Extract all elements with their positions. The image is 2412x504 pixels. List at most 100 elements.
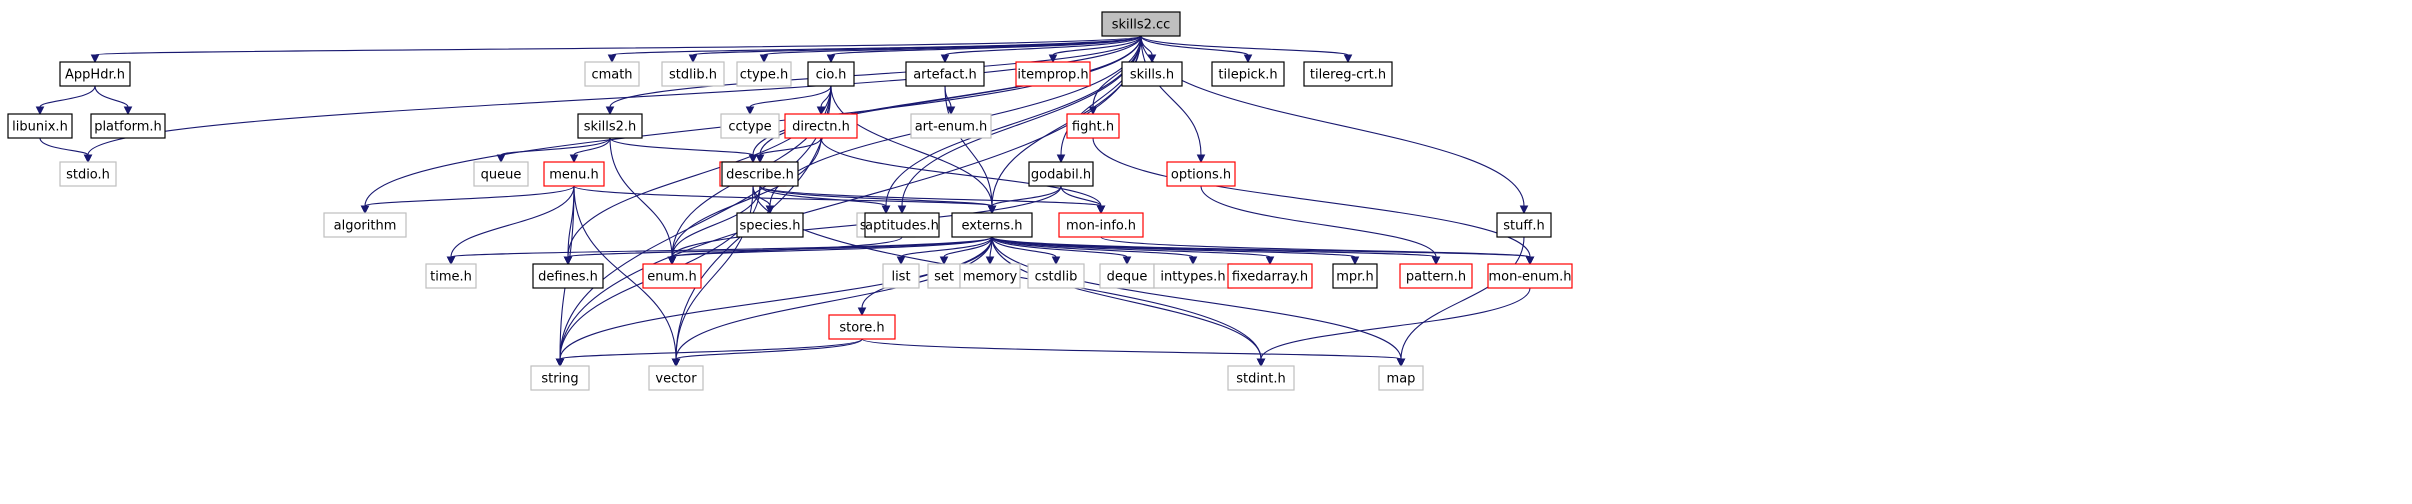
node-label: store.h <box>839 321 884 336</box>
edge-line <box>759 185 1102 207</box>
node-label: mpr.h <box>1336 270 1373 285</box>
node-box <box>1496 212 1552 238</box>
node-tilereg[interactable]: tilereg-crt.h <box>1303 61 1393 87</box>
node-fixedarray[interactable]: fixedarray.h <box>1227 263 1313 289</box>
node-label: species.h <box>740 219 801 234</box>
node-fight[interactable]: fight.h <box>1066 113 1120 139</box>
node-moninfo[interactable]: mon-info.h <box>1058 212 1144 238</box>
node-defines[interactable]: defines.h <box>532 263 604 289</box>
node-stdio: stdio.h <box>59 161 117 187</box>
node-tilepick[interactable]: tilepick.h <box>1211 61 1285 87</box>
node-store[interactable]: store.h <box>828 314 896 340</box>
node-monenum[interactable]: mon-enum.h <box>1487 263 1573 289</box>
edge-line <box>609 137 754 156</box>
edge-line <box>759 35 1142 156</box>
node-box <box>1332 263 1378 289</box>
node-label: stuff.h <box>1503 219 1544 234</box>
node-box <box>1399 263 1473 289</box>
node-label: describe.h <box>726 168 794 183</box>
edge-arrowhead <box>1048 54 1058 64</box>
node-menu[interactable]: menu.h <box>543 161 605 187</box>
edge-externs-to-stdint <box>991 236 1266 368</box>
node-label: skills2.h <box>584 120 637 135</box>
edge-arrowhead <box>897 205 907 215</box>
node-label: platform.h <box>94 120 162 135</box>
node-directn[interactable]: directn.h <box>784 113 858 139</box>
node-libunix[interactable]: libunix.h <box>7 113 73 139</box>
node-apphdr[interactable]: AppHdr.h <box>59 61 131 87</box>
edge-godabil-to-moninfo <box>1060 185 1106 215</box>
node-box <box>1153 263 1233 289</box>
edge-arrowhead <box>671 358 681 368</box>
edge-line <box>759 185 887 207</box>
node-algorithm: algorithm <box>323 212 407 238</box>
node-stuff[interactable]: stuff.h <box>1496 212 1552 238</box>
node-label: string <box>541 372 578 387</box>
edge-line <box>671 236 993 258</box>
edge-line <box>609 35 1142 108</box>
node-pattern[interactable]: pattern.h <box>1399 263 1473 289</box>
node-externs[interactable]: externs.h <box>951 212 1033 238</box>
edge-line <box>671 137 822 258</box>
node-cio[interactable]: cio.h <box>807 61 855 87</box>
node-describe[interactable]: describe.h <box>721 161 799 187</box>
edge-line <box>1100 236 1531 258</box>
edge-line <box>861 338 1402 360</box>
edge-skills2cc-to-cio <box>826 35 1142 64</box>
edge-line <box>759 137 822 156</box>
node-box <box>473 161 529 187</box>
edge-line <box>573 185 677 360</box>
node-queue: queue <box>473 161 529 187</box>
edge-store-to-vector <box>671 338 863 368</box>
edge-line <box>609 137 673 258</box>
edge-menu-to-externs <box>573 185 997 215</box>
node-box <box>882 263 920 289</box>
node-aptitudes[interactable]: aptitudes.h <box>864 212 940 238</box>
edge-arrowhead <box>1188 256 1198 266</box>
node-box <box>951 212 1033 238</box>
edge-externs-to-pattern <box>991 236 1441 266</box>
node-box <box>584 61 640 87</box>
edge-line <box>39 137 89 156</box>
node-platform[interactable]: platform.h <box>90 113 166 139</box>
edge-line <box>573 185 993 207</box>
node-memory: memory <box>959 263 1021 289</box>
node-inttypes: inttypes.h <box>1153 263 1233 289</box>
node-species[interactable]: species.h <box>736 212 804 238</box>
edge-skills2h-to-player <box>609 137 758 164</box>
edge-line <box>991 236 1194 258</box>
edge-arrowhead <box>605 106 615 116</box>
node-skills2h[interactable]: skills2.h <box>577 113 643 139</box>
node-box <box>828 314 896 340</box>
edge-line <box>94 35 1142 56</box>
node-skills2cc[interactable]: skills2.cc <box>1101 11 1181 37</box>
node-box <box>1028 161 1094 187</box>
node-box <box>1121 61 1183 87</box>
edge-line <box>991 236 1262 360</box>
node-box <box>532 263 604 289</box>
edge-arrowhead <box>1525 256 1535 266</box>
node-itemprop[interactable]: itemprop.h <box>1015 61 1091 87</box>
node-enum[interactable]: enum.h <box>642 263 702 289</box>
edge-line <box>1092 35 1142 108</box>
edge-arrowhead <box>759 54 769 64</box>
node-box <box>905 61 985 87</box>
node-ctype: ctype.h <box>736 61 792 87</box>
node-box <box>1066 113 1120 139</box>
node-mpr[interactable]: mpr.h <box>1332 263 1378 289</box>
edge-line <box>1092 137 1531 258</box>
node-skills[interactable]: skills.h <box>1121 61 1183 87</box>
edge-line <box>749 85 832 108</box>
node-box <box>530 365 590 391</box>
node-label: cio.h <box>816 68 847 83</box>
edge-godabil-to-externs <box>987 185 1062 215</box>
edge-apphdr-to-libunix <box>35 85 96 116</box>
edge-arrowhead <box>896 256 906 266</box>
edge-externs-to-list <box>896 236 993 266</box>
edge-arrowhead <box>1056 154 1066 164</box>
node-godabil[interactable]: godabil.h <box>1028 161 1094 187</box>
edge-arrowhead <box>1196 154 1206 164</box>
node-artefact[interactable]: artefact.h <box>905 61 985 87</box>
node-label: queue <box>481 168 522 183</box>
node-options[interactable]: options.h <box>1166 161 1236 187</box>
